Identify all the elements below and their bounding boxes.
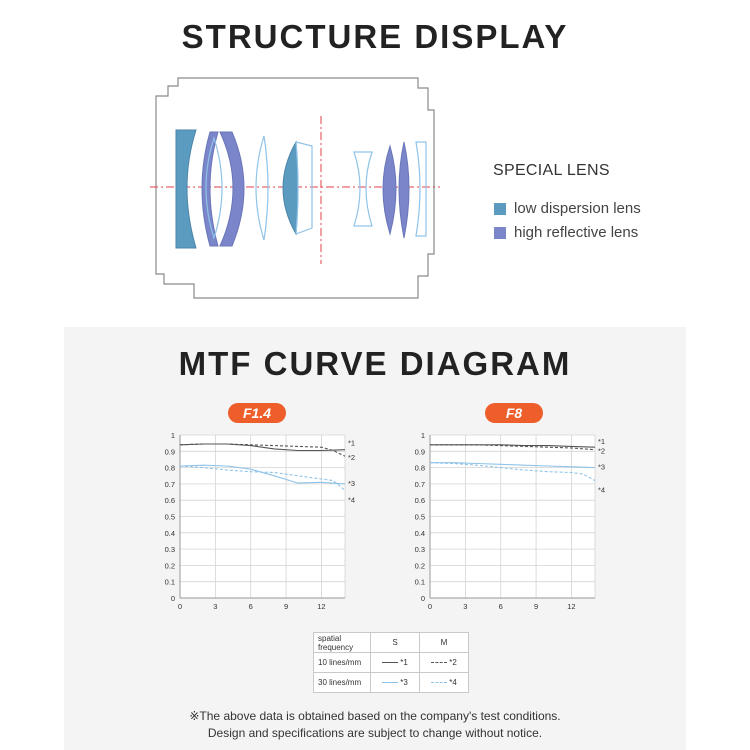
series-line-star3 (430, 462, 596, 469)
y-tick-label: 0.6 (165, 496, 175, 505)
series-line-star2 (430, 444, 596, 451)
disclaimer-line-1: ※The above data is obtained based on the… (189, 709, 561, 723)
key-cell-m10: *2 (419, 652, 469, 673)
y-tick-label: 0.2 (165, 561, 175, 570)
lens-element-low-dispersion (282, 140, 299, 236)
y-tick-label: 0.1 (415, 578, 425, 587)
y-tick-label: 0.7 (165, 480, 175, 489)
key-line-solid-blue (382, 682, 399, 684)
disclaimer-line-2: Design and specifications are subject to… (207, 726, 543, 740)
legend-item-high-reflective: high reflective lens (494, 224, 638, 241)
y-tick-label: 0.8 (165, 464, 175, 473)
legend-label: high reflective lens (514, 224, 639, 241)
y-tick-label: 0.9 (165, 447, 175, 456)
lens-element-high-reflective (382, 144, 397, 236)
x-tick-label: 3 (213, 602, 217, 611)
x-tick-label: 3 (463, 602, 467, 611)
key-cell-m30: *4 (419, 672, 469, 693)
y-tick-label: 0.3 (415, 545, 425, 554)
lens-element-high-reflective (201, 131, 219, 247)
y-tick-label: 0.6 (415, 496, 425, 505)
x-tick-label: 0 (178, 602, 182, 611)
x-tick-label: 6 (499, 602, 503, 611)
lens-element (205, 136, 223, 240)
key-line-solid-gray (382, 662, 399, 664)
key-m10-label: *2 (449, 658, 457, 667)
series-end-label: *4 (348, 495, 355, 504)
key-cell-s10: *1 (370, 652, 420, 673)
series-end-label: *2 (348, 453, 355, 462)
y-tick-label: 0.1 (165, 578, 175, 587)
lens-element-high-reflective (219, 131, 245, 247)
series-end-label: *2 (598, 447, 605, 456)
x-tick-label: 9 (284, 602, 288, 611)
y-tick-label: 0.9 (415, 447, 425, 456)
key-col-s: S (370, 632, 420, 653)
key-line-dashed-blue (431, 682, 448, 684)
x-tick-label: 6 (249, 602, 253, 611)
series-end-label: *1 (348, 439, 355, 448)
y-tick-label: 0.8 (415, 464, 425, 473)
special-lens-legend-title: SPECIAL LENS (493, 162, 610, 179)
chart-title-f8: F8 (485, 403, 543, 423)
key-header-label: spatial frequency (313, 632, 371, 653)
spatial-frequency-key: spatial frequency S M 10 lines/mm *1 *2 … (313, 632, 469, 693)
lens-element-high-reflective (398, 141, 410, 239)
high-reflective-swatch (494, 226, 506, 239)
key-s30-label: *3 (400, 678, 408, 687)
mtf-chart-f14: 0 0.1 0.2 0.3 0.4 0.5 0.6 0.7 0.8 0.9 1 0 3 6 9 12 *1 *2 *… (165, 431, 356, 611)
mtf-chart-f8: 0 0.1 0.2 0.3 0.4 0.5 0.6 0.7 0.8 0.9 1 0 3 6 9 12 *1*2 *… (415, 431, 606, 611)
series-end-label: *4 (598, 486, 605, 495)
key-line-dashed-gray (431, 662, 448, 664)
lens-element (415, 141, 427, 237)
x-tick-label: 12 (567, 602, 575, 611)
series-end-label: *3 (598, 463, 605, 472)
y-tick-label: 1 (421, 431, 425, 440)
y-tick-label: 0.5 (415, 513, 425, 522)
series-end-label: *3 (348, 479, 355, 488)
y-tick-label: 0.4 (165, 529, 175, 538)
key-row-30: 30 lines/mm (313, 672, 371, 693)
lens-barrel-outline (155, 77, 435, 299)
key-m30-label: *4 (449, 678, 457, 687)
low-dispersion-swatch (494, 202, 506, 215)
y-tick-label: 0.2 (415, 561, 425, 570)
lens-element (255, 135, 269, 241)
y-tick-label: 0.7 (415, 480, 425, 489)
lens-element-low-dispersion (175, 129, 197, 249)
series-line-star4 (179, 465, 346, 491)
legend-item-low-dispersion: low dispersion lens (494, 200, 641, 217)
y-tick-label: 0 (421, 594, 425, 603)
y-tick-label: 1 (171, 431, 175, 440)
y-tick-label: 0.4 (415, 529, 425, 538)
lens-element (353, 151, 373, 227)
key-col-m: M (419, 632, 469, 653)
key-row-10: 10 lines/mm (313, 652, 371, 673)
y-tick-label: 0.5 (165, 513, 175, 522)
chart-title-f14: F1.4 (228, 403, 286, 423)
x-tick-label: 12 (317, 602, 325, 611)
series-line-star4 (429, 462, 596, 482)
y-tick-label: 0 (171, 594, 175, 603)
y-tick-label: 0.3 (165, 545, 175, 554)
legend-label: low dispersion lens (514, 200, 641, 217)
mtf-title: MTF CURVE DIAGRAM (178, 345, 572, 382)
key-cell-s30: *3 (370, 672, 420, 693)
x-tick-label: 0 (428, 602, 432, 611)
structure-title: STRUCTURE DISPLAY (181, 18, 569, 55)
lens-element (295, 141, 313, 235)
series-end-label: *1 (598, 437, 605, 446)
lens-structure-diagram (150, 77, 440, 299)
x-tick-label: 9 (534, 602, 538, 611)
series-line-star2 (179, 443, 346, 457)
key-s10-label: *1 (400, 658, 408, 667)
